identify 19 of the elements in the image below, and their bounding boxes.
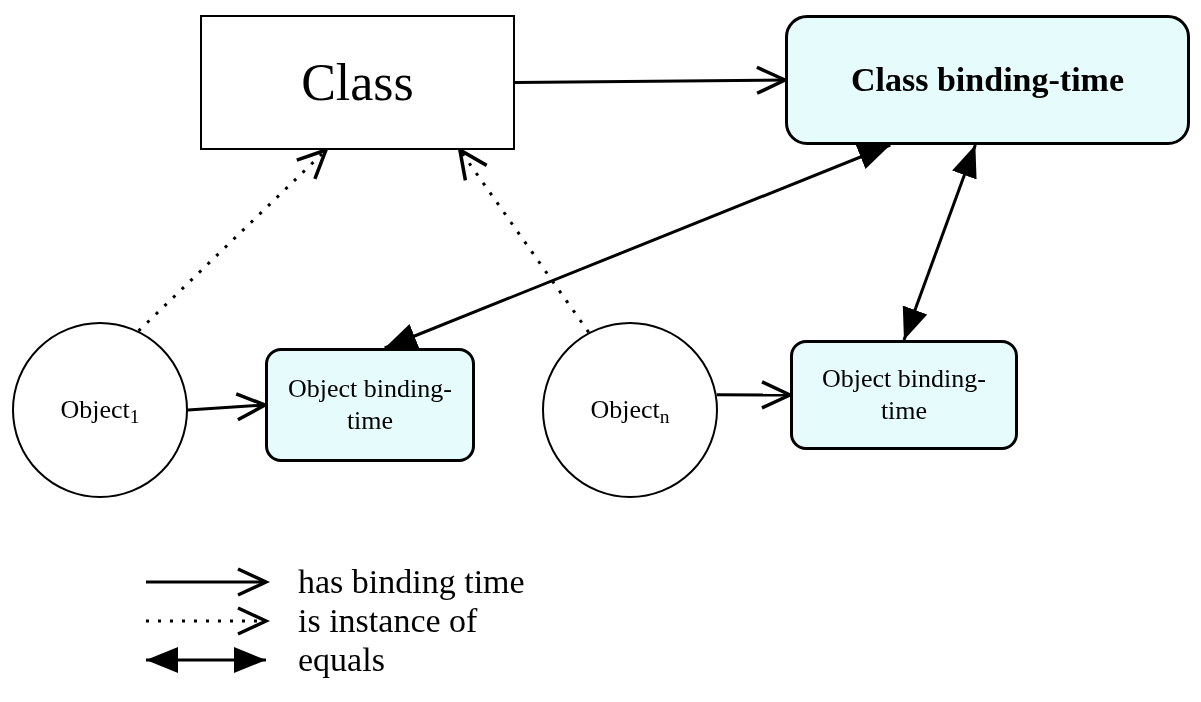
arrow bbox=[902, 144, 977, 341]
class-box bbox=[200, 15, 515, 150]
legend-label: has binding time bbox=[298, 564, 525, 599]
legend-label: equals bbox=[298, 642, 385, 677]
binding-time-box bbox=[785, 15, 1190, 145]
arrow bbox=[187, 392, 267, 422]
node-label: Object binding-time bbox=[821, 362, 987, 427]
node-label: Object$_{n}$ bbox=[589, 393, 671, 427]
arrow bbox=[384, 143, 891, 350]
dotted-arrow bbox=[458, 148, 590, 334]
binding-time-box bbox=[265, 348, 475, 462]
dotted-arrow bbox=[137, 148, 328, 332]
arrow bbox=[515, 65, 787, 95]
node-label: Class bbox=[300, 53, 415, 113]
node-label: Object binding-time bbox=[287, 372, 453, 437]
node-label: Class binding-time bbox=[850, 59, 1125, 100]
node-label: Object$_{1}$ bbox=[59, 393, 141, 427]
binding-time-box bbox=[790, 340, 1018, 450]
legend-label: is instance of bbox=[298, 603, 478, 638]
